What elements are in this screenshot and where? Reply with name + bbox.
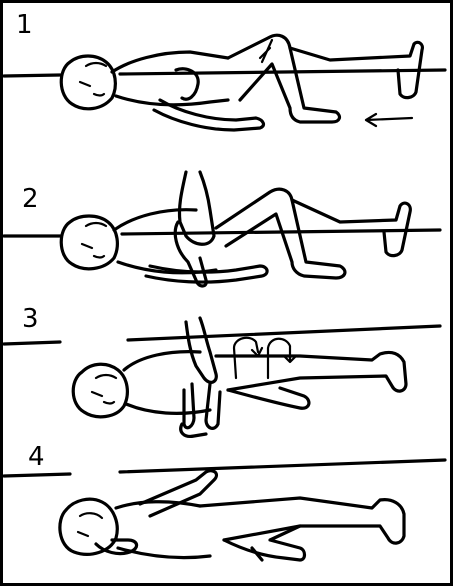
panel-step-1 xyxy=(4,35,445,130)
head-3 xyxy=(73,364,127,417)
arm-down-3 xyxy=(184,384,220,428)
face-1 xyxy=(80,63,106,96)
panel-step-2 xyxy=(4,172,440,286)
motion-arrow-knee-1 xyxy=(260,40,272,62)
leg-straight-4 xyxy=(200,498,404,543)
arm-extended-4 xyxy=(140,471,216,516)
arm-1 xyxy=(154,100,263,130)
arm-raised-3 xyxy=(186,318,216,382)
floor-line-3 xyxy=(4,326,440,344)
motion-arrow-foot-1 xyxy=(366,114,412,126)
panel-step-4 xyxy=(4,460,445,560)
floor-line-1 xyxy=(4,70,445,76)
leg-straight-2 xyxy=(292,200,410,256)
torso-1 xyxy=(112,52,228,105)
panel-step-3 xyxy=(4,318,440,436)
leg-lower-3 xyxy=(228,388,309,408)
floor-line-2 xyxy=(4,230,440,236)
face-4 xyxy=(78,513,102,536)
leg-upper-3 xyxy=(216,352,406,391)
torso-3 xyxy=(124,352,210,414)
floor-line-4 xyxy=(4,460,445,476)
head-4 xyxy=(60,499,117,554)
face-3 xyxy=(92,375,116,404)
face-2 xyxy=(82,223,106,258)
rotation-arrow-left-3 xyxy=(234,338,258,378)
leg-bent-1 xyxy=(228,35,339,122)
